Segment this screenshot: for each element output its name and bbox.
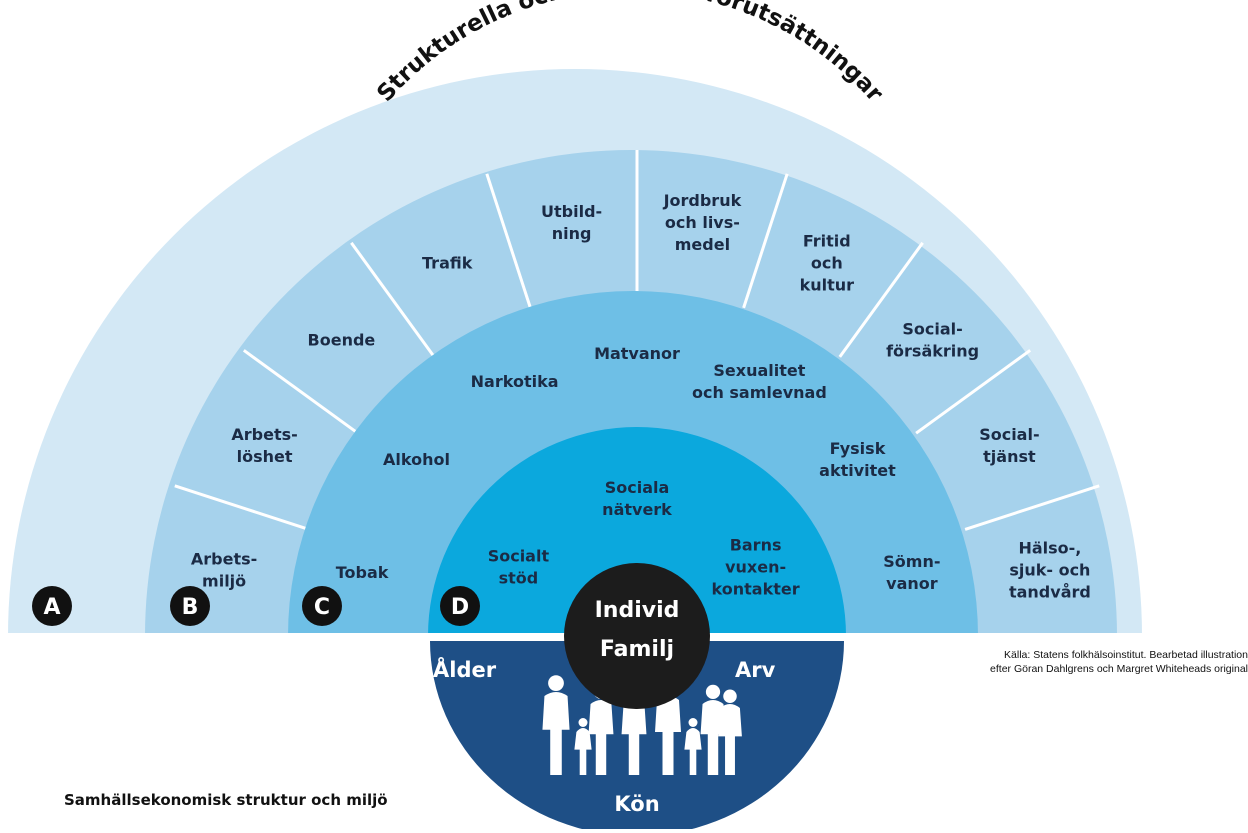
layer-c-item-line: Alkohol (383, 450, 450, 469)
layer-b-sector-arbets-miljo: Arbets-miljö (191, 550, 257, 591)
layer-b-sector-line: Arbets- (231, 425, 297, 444)
layer-d-item-line: Sociala (605, 478, 670, 497)
layer-b-sector-line: försäkring (886, 341, 979, 360)
bottom-caption: Samhällsekonomisk struktur och miljö (64, 791, 388, 809)
layer-c-item-line: Narkotika (471, 372, 559, 391)
layer-b-divider (964, 484, 1100, 531)
layer-d-item-barns-vuxen-kontakter: Barns vuxen-kontakter (712, 536, 800, 599)
layer-b-sector-line: kultur (800, 276, 855, 295)
layer-b-sector-line: medel (675, 235, 730, 254)
person-silhouette (718, 689, 742, 775)
layer-b-divider (838, 241, 924, 358)
layer-c-item-narkotika: Narkotika (471, 372, 559, 391)
badge-c: C (302, 586, 342, 626)
layer-c-item-line: aktivitet (819, 461, 896, 480)
layer-b-sector-line: tandvård (1009, 583, 1091, 602)
layer-b-sector-social-tjanst: Social-tjänst (979, 425, 1039, 466)
source-line-1: Källa: Statens folkhälsoinstitut. Bearbe… (1004, 649, 1248, 661)
layer-b-divider (350, 241, 436, 358)
layer-b-sector-arbets-loshet: Arbets-löshet (231, 425, 297, 466)
layer-b-sector-line: Boende (308, 330, 376, 349)
layer-b-sector-line: Arbets- (191, 550, 257, 569)
layer-c-item-matvanor: Matvanor (594, 344, 680, 363)
layer-b-sector-social-forsakring: Social-försäkring (886, 319, 979, 360)
source-line-2: efter Göran Dahlgrens och Margret Whiteh… (990, 663, 1248, 675)
layer-b-dividers (174, 150, 1100, 531)
base-label-kon: Kön (614, 792, 659, 816)
layer-d-item-line: vuxen- (725, 558, 786, 577)
layer-b-sector-line: Trafik (422, 254, 473, 273)
layer-d-item-line: nätverk (602, 500, 672, 519)
layer-c-item-line: Sexualitet (713, 361, 805, 380)
layer-b-sector-halso-sjuk-och-tandvard: Hälso-, sjuk- och tandvård (1009, 539, 1091, 602)
layer-b-sector-boende: Boende (308, 330, 376, 349)
layer-c-item-line: vanor (886, 574, 938, 593)
layer-b-sector-line: Fritid (803, 232, 851, 251)
layer-b-divider (174, 484, 310, 531)
layer-c-item-alkohol: Alkohol (383, 450, 450, 469)
layer-b-divider (742, 173, 789, 309)
base-label-arv: Arv (735, 658, 776, 682)
layer-b-sector-line: sjuk- och (1009, 561, 1090, 580)
layer-b-divider (485, 173, 532, 309)
layer-d-item-line: Barns (730, 536, 782, 555)
badge-a: A (32, 586, 72, 626)
layer-d-item-line: stöd (499, 569, 539, 588)
layer-c-item-fysisk-aktivitet: Fysisk aktivitet (819, 439, 896, 480)
center-circle (564, 563, 710, 709)
badge-b: B (170, 586, 210, 626)
layer-b-sector-line: Social- (979, 425, 1039, 444)
layer-b-sector-line: Hälso-, (1018, 539, 1081, 558)
badge-c-label: C (314, 595, 330, 620)
layer-c-item-line: Fysisk (830, 439, 886, 458)
person-silhouette (542, 675, 570, 775)
source-credit: Källa: Statens folkhälsoinstitut. Bearbe… (980, 648, 1248, 676)
layer-b-sector-line: ning (552, 224, 592, 243)
center-line2: Familj (600, 637, 674, 662)
layer-b-divider (242, 349, 359, 435)
base-label-alder: Ålder (433, 657, 497, 682)
layer-b-sector-line: miljö (202, 572, 246, 591)
layer-d-band (428, 427, 846, 636)
layer-d-item-line: kontakter (712, 580, 800, 599)
layer-c-item-line: Matvanor (594, 344, 680, 363)
person-silhouette (574, 718, 592, 775)
badge-d: D (440, 586, 480, 626)
badge-a-label: A (43, 595, 60, 620)
layer-b-sector-line: Social- (902, 319, 962, 338)
layer-b-sector-fritid-och-kultur: Fritid och kultur (800, 232, 855, 295)
layer-d-item-sociala-natverk: Sociala nätverk (602, 478, 672, 519)
layer-c-item-somn-vanor: Sömn-vanor (883, 552, 940, 593)
layer-b-sector-line: och livs- (665, 213, 740, 232)
layer-b-sector-line: Jordbruk (663, 191, 742, 210)
badge-b-label: B (182, 595, 199, 620)
layer-d-item-socialt-stod: Socialt stöd (488, 547, 550, 588)
center-line1: Individ (595, 598, 680, 623)
layer-c-item-sexualitet-och-samlevnad: Sexualitet och samlevnad (692, 361, 827, 402)
layer-b-labels: Arbets-miljöArbets-löshetBoendeTrafikUtb… (191, 191, 1091, 601)
layer-b-sector-trafik: Trafik (422, 254, 473, 273)
badge-d-label: D (451, 595, 469, 620)
layer-c-item-line: Sömn- (883, 552, 940, 571)
layer-b-sector-line: och (811, 254, 843, 273)
person-silhouette (700, 684, 726, 775)
layer-b-sector-line: tjänst (983, 447, 1036, 466)
layer-c-item-line: Tobak (336, 563, 389, 582)
person-silhouette (684, 718, 702, 775)
layer-b-sector-line: Utbild- (541, 202, 602, 221)
layer-c-item-tobak: Tobak (336, 563, 389, 582)
layer-b-sector-utbild-ning: Utbild-ning (541, 202, 602, 243)
layer-b-sector-jordbruk-och-livs-medel: Jordbruk och livs-medel (663, 191, 742, 254)
layer-c-item-line: och samlevnad (692, 383, 827, 402)
layer-b-divider (915, 349, 1032, 435)
layer-b-sector-line: löshet (237, 447, 293, 466)
layer-d-item-line: Socialt (488, 547, 550, 566)
